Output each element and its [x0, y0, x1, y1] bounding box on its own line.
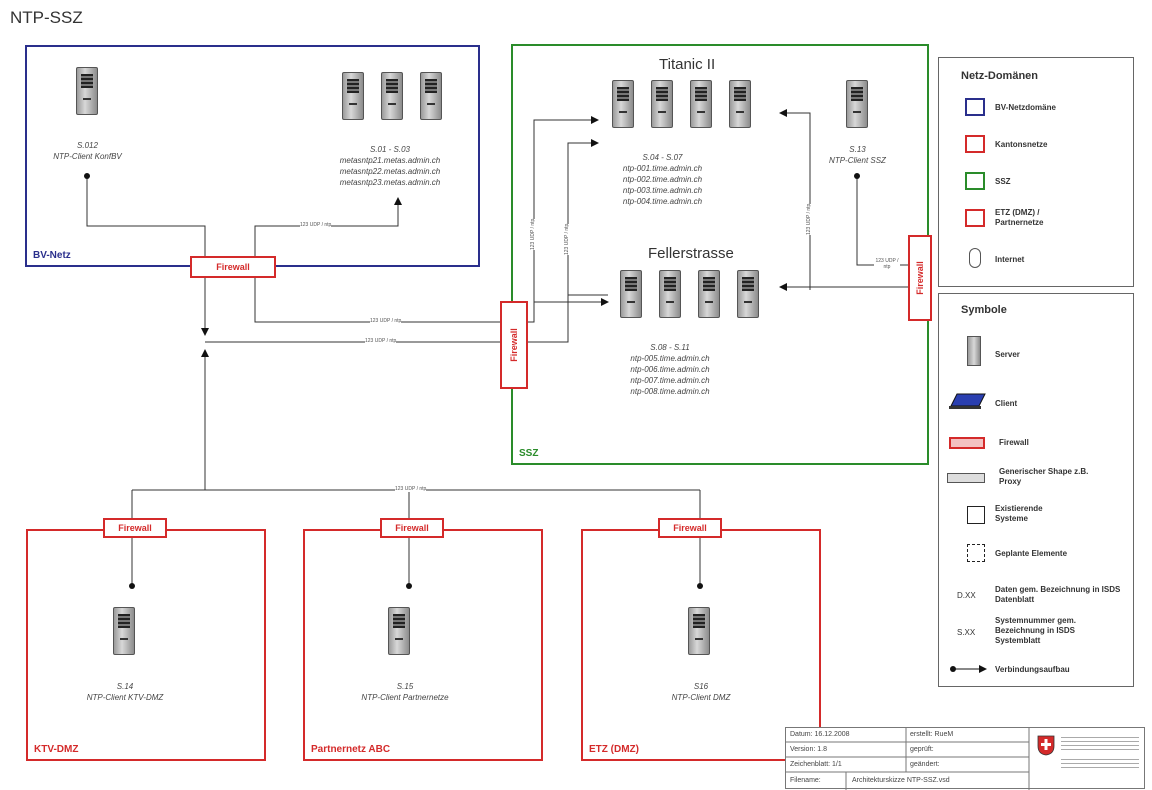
server-icon: [612, 80, 634, 128]
swatch-bv: [965, 98, 985, 116]
legend-item-label: Geplante Elemente: [995, 549, 1068, 558]
server-icon: [967, 336, 981, 366]
wire-label: 123 UDP / ntp: [395, 486, 427, 492]
origin-dot-partner: [406, 583, 412, 589]
link-bv-ssz-1: [254, 276, 500, 323]
group-title-titanic: Titanic II: [659, 56, 716, 73]
swatch-etz: [965, 209, 985, 227]
origin-dot-ktv: [129, 583, 135, 589]
solid-box-icon: [967, 506, 985, 524]
zone-label: KTV-DMZ: [34, 744, 79, 755]
origin-dot-konfbv: [84, 173, 90, 179]
origin-dot-etz: [697, 583, 703, 589]
legend-item-label: SSZ: [995, 177, 1011, 186]
firewall-icon: [949, 437, 985, 449]
swiss-coat-of-arms-icon: [1037, 735, 1055, 756]
legend-item-label: Verbindungsaufbau: [995, 665, 1070, 674]
legend-item-label: Existierende Systeme: [995, 504, 1043, 523]
title-block: Datum: 16.12.2008 erstellt: RueM Version…: [785, 727, 1145, 790]
wire-label: 123 UDP / ntp: [530, 218, 536, 250]
server-label-titanic: S.04 - S.07 ntp-001.time.admin.ch ntp-00…: [622, 153, 703, 206]
firewall-ssz: Firewall: [500, 301, 528, 389]
wire-label: 123 UDP / ntp: [365, 338, 397, 344]
footer-created: erstellt: RueM: [910, 731, 954, 738]
footer-sheet: Zeichenblatt: 1/1: [790, 761, 842, 768]
legend-item-label: BV-Netzdomäne: [995, 103, 1056, 112]
internet-icon: [969, 248, 981, 268]
zone-label: Partnernetz ABC: [311, 744, 391, 755]
footer-checked: geprüft:: [910, 746, 934, 753]
server-icon: [729, 80, 751, 128]
server-icon: [846, 80, 868, 128]
wire-label: 123 UDP / ntp: [300, 222, 332, 228]
server-label-s01: S.01 - S.03 metasntp21.metas.admin.ch me…: [339, 145, 441, 187]
firewall-ssz-right: Firewall: [908, 235, 932, 321]
page-title: NTP-SSZ: [10, 8, 83, 27]
legend-title: Netz-Domänen: [961, 70, 1039, 82]
generic-shape-icon: [947, 473, 985, 483]
server-icon: [690, 80, 712, 128]
server-label-feller: S.08 - S.11 ntp-005.time.admin.ch ntp-00…: [630, 343, 710, 396]
server-icon: [698, 270, 720, 318]
firewall-partner: Firewall: [380, 518, 444, 538]
zone-label: SSZ: [519, 448, 539, 459]
link-konfbv: [86, 176, 206, 262]
legend-domains: Netz-Domänen BV-Netzdomäne Kantonsnetze …: [938, 57, 1134, 287]
server-icon: [381, 72, 403, 120]
laptop-icon: [949, 393, 986, 409]
server-icon: [659, 270, 681, 318]
wire-label: 123 UDP / ntp: [806, 203, 812, 235]
dashed-box-icon: [967, 544, 985, 562]
zone-ktv-dmz: KTV-DMZ: [26, 529, 266, 761]
footer-filename: Architekturskizze NTP-SSZ.vsd: [852, 777, 950, 784]
wire-label: 123 UDP / ntp: [370, 318, 402, 324]
footer-version: Version: 1.8: [790, 746, 827, 753]
server-icon: [342, 72, 364, 120]
legend-item-label: Firewall: [999, 438, 1029, 447]
legend-item-label: Generischer Shape z.B. Proxy: [999, 467, 1089, 486]
swatch-ssz: [965, 172, 985, 190]
legend-item-label: Kantonsnetze: [995, 140, 1048, 149]
department-text-lines: [1061, 734, 1139, 771]
legend-item-label: Client: [995, 399, 1018, 408]
wire-label: 123 UDP / ntp: [564, 223, 570, 255]
mark-sxx: S.XX: [957, 628, 976, 637]
server-icon: [388, 607, 410, 655]
wire-label: 123 UDP / ntp: [874, 258, 900, 270]
server-icon: [76, 67, 98, 115]
zone-label: BV-Netz: [33, 250, 71, 261]
legend-item-label: Daten gem. Bezeichnung in ISDS Datenblat…: [995, 585, 1121, 604]
firewall-etz: Firewall: [658, 518, 722, 538]
swatch-kanton: [965, 135, 985, 153]
server-icon: [737, 270, 759, 318]
legend-title: Symbole: [961, 304, 1007, 316]
footer-changed: geändert:: [910, 761, 940, 768]
server-icon: [651, 80, 673, 128]
legend-item-label: Server: [995, 350, 1020, 359]
zone-partnernetz: Partnernetz ABC: [303, 529, 543, 761]
legend-item-label: ETZ (DMZ) / Partnernetze: [995, 208, 1044, 227]
origin-dot-s13: [854, 173, 860, 179]
server-icon: [420, 72, 442, 120]
server-icon: [620, 270, 642, 318]
mark-dxx: D.XX: [957, 591, 976, 600]
legend-symbols: Symbole Server Client Firewall Generisch…: [938, 293, 1134, 687]
group-title-feller: Fellerstrasse: [648, 245, 734, 262]
firewall-bv: Firewall: [190, 256, 276, 278]
footer-filename-label: Filename:: [790, 777, 821, 784]
server-icon: [688, 607, 710, 655]
legend-item-label: Internet: [995, 255, 1025, 264]
footer-date: Datum: 16.12.2008: [790, 731, 850, 738]
connection-arrow-icon: [950, 665, 987, 673]
server-icon: [113, 607, 135, 655]
zone-label: ETZ (DMZ): [589, 744, 639, 755]
legend-item-label: Systemnummer gem. Bezeichnung in ISDS Sy…: [995, 616, 1076, 645]
firewall-ktv: Firewall: [103, 518, 167, 538]
